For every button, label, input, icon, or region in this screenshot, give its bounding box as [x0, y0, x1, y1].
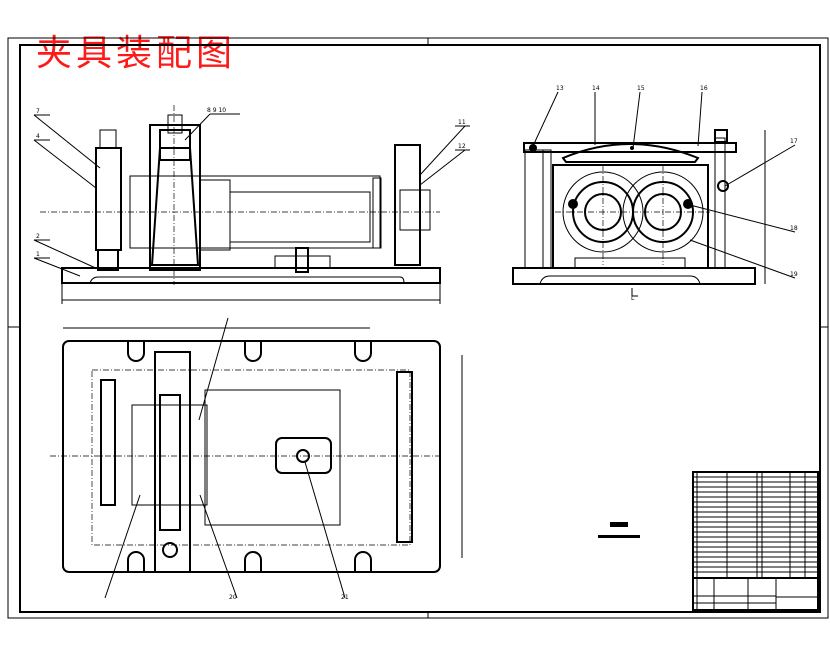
sheet-frame — [7, 37, 829, 619]
balloon-4: 4 — [36, 133, 40, 140]
balloon-8-9-10: 8 9 10 — [207, 107, 226, 114]
balloon-20: 20 — [229, 594, 237, 601]
drawing-title: 夹具装配图 — [36, 33, 237, 74]
balloon-15: 15 — [637, 85, 645, 92]
top-view — [50, 317, 463, 599]
title-block — [692, 471, 819, 611]
balloon-11: 11 — [458, 119, 466, 126]
title-block-rows — [693, 476, 818, 573]
tech-requirements-heading — [610, 522, 628, 527]
balloon-7: 7 — [36, 108, 40, 115]
tech-requirements-text — [598, 535, 640, 538]
front-view — [33, 105, 470, 304]
balloon-18: 18 — [790, 225, 798, 232]
balloon-16: 16 — [700, 85, 708, 92]
balloon-1: 1 — [36, 251, 40, 258]
balloon-14: 14 — [592, 85, 600, 92]
balloon-17: 17 — [790, 138, 798, 145]
side-view — [512, 91, 796, 297]
balloon-13: 13 — [556, 85, 564, 92]
balloon-12: 12 — [458, 143, 466, 150]
side-view-label: L — [631, 295, 635, 302]
balloon-21: 21 — [341, 594, 349, 601]
balloon-19: 19 — [790, 271, 798, 278]
balloon-2: 2 — [36, 233, 40, 240]
